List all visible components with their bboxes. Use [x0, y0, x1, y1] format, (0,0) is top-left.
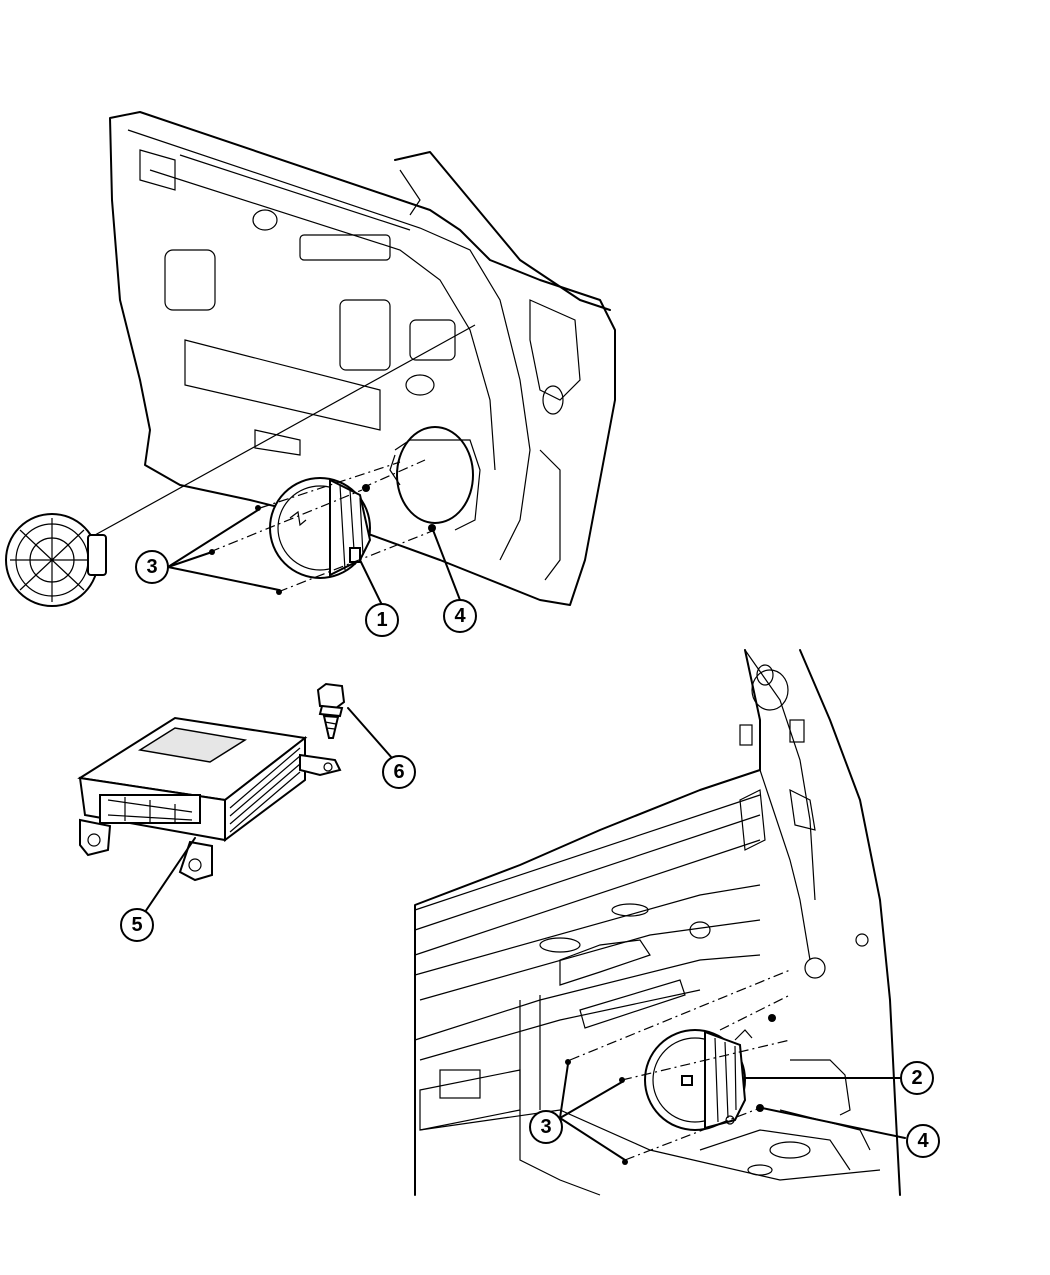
callout-6: 6 [382, 755, 416, 789]
amplifier-leader-lines [144, 707, 393, 913]
rear-alignment-lines [565, 969, 791, 1165]
front-door-panel [109, 111, 616, 606]
front-leader-lines [167, 509, 461, 606]
callout-5: 5 [120, 908, 154, 942]
callout-2-label: 2 [911, 1067, 922, 1089]
callout-4-front-label: 4 [454, 605, 466, 627]
tweeter-speaker [5, 324, 476, 607]
rear-leader-lines [559, 1063, 906, 1161]
mounting-bolt [316, 682, 346, 739]
callout-3-front: 3 [135, 550, 169, 584]
callout-2: 2 [900, 1061, 934, 1095]
callout-1: 1 [365, 603, 399, 637]
amplifier-module [77, 716, 342, 882]
rear-quarter-panel [414, 649, 901, 1196]
callout-3-rear: 3 [529, 1110, 563, 1144]
front-door-speaker [269, 477, 372, 579]
callout-4-rear: 4 [906, 1124, 940, 1158]
callout-4-front: 4 [443, 599, 477, 633]
callout-3-rear-label: 3 [540, 1116, 551, 1138]
rear-quarter-speaker [644, 1029, 753, 1131]
callout-4-rear-label: 4 [917, 1130, 929, 1152]
callout-1-label: 1 [376, 609, 387, 631]
front-alignment-lines [209, 459, 436, 595]
callout-6-label: 6 [393, 761, 404, 783]
callout-3-front-label: 3 [146, 556, 157, 578]
callout-5-label: 5 [131, 914, 142, 936]
